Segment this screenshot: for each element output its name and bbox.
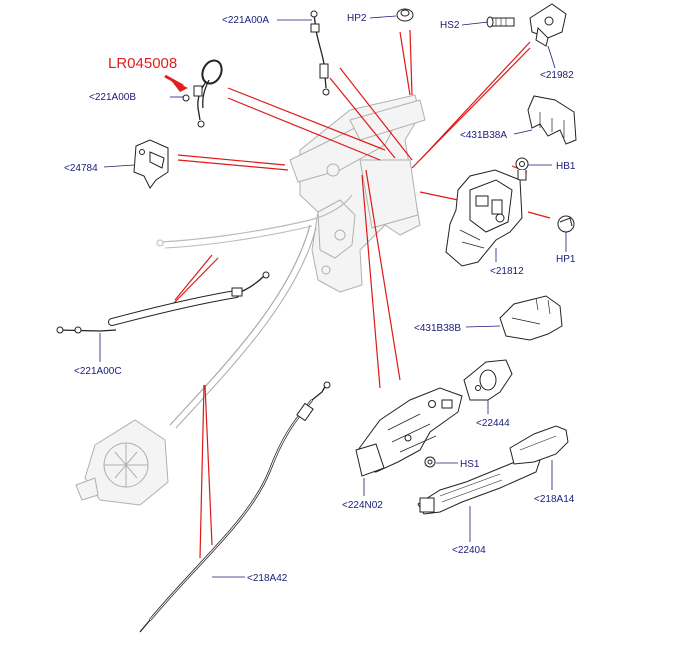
label-HP2: HP2	[347, 13, 367, 24]
label-HP1: HP1	[556, 254, 576, 265]
label-431B38A: <431B38A	[460, 130, 507, 141]
label-21982: <21982	[540, 70, 574, 81]
bracket-24784[interactable]	[133, 139, 169, 189]
carrier-224N02[interactable]	[355, 387, 463, 477]
label-221A00B: <221A00B	[89, 92, 136, 103]
label-218A42: <218A42	[247, 573, 288, 584]
label-218A14: <218A14	[534, 494, 575, 505]
label-24784: <24784	[64, 163, 98, 174]
label-224N02: <224N02	[342, 500, 383, 511]
label-HB1: HB1	[556, 161, 576, 172]
screw-HS2[interactable]	[486, 16, 515, 28]
indicator-lines	[171, 29, 551, 559]
cable-221A00A[interactable]	[310, 10, 330, 96]
bracket-21982[interactable]	[529, 3, 567, 47]
highlight-arrow	[164, 74, 188, 92]
handle-22404[interactable]	[417, 455, 541, 515]
label-22404: <22404	[452, 545, 486, 556]
leader-lines	[99, 15, 567, 578]
label-221A00C: <221A00C	[74, 366, 122, 377]
screw-HS1[interactable]	[424, 456, 436, 468]
cover-431B38B[interactable]	[499, 295, 563, 341]
plug-HP2[interactable]	[396, 8, 414, 22]
label-21812: <21812	[490, 266, 524, 277]
door-module-ghost	[289, 94, 426, 293]
callout-labels: <221A00A HP2 HS2 <21982 <221A00B <431B38…	[64, 13, 576, 584]
lock-motor-ghost	[75, 419, 169, 506]
plug-HP1[interactable]	[557, 215, 575, 233]
cable-221A00C[interactable]	[56, 271, 270, 334]
bolt-HB1[interactable]	[515, 157, 529, 181]
label-221A00A: <221A00A	[222, 15, 269, 26]
label-HS1: HS1	[460, 459, 480, 470]
cover-431B38A[interactable]	[527, 95, 577, 145]
label-22444: <22444	[476, 418, 510, 429]
cable-218A42[interactable]	[139, 381, 331, 633]
bracket-22444[interactable]	[463, 359, 513, 401]
handle-cover-218A14[interactable]	[509, 425, 569, 465]
cable-221A00B[interactable]	[182, 57, 225, 128]
label-431B38B: <431B38B	[414, 323, 461, 334]
label-HS2: HS2	[440, 20, 460, 31]
ghost-cables	[156, 194, 353, 429]
latch-21812[interactable]	[445, 169, 523, 267]
highlight-part-number: LR045008	[108, 55, 177, 72]
